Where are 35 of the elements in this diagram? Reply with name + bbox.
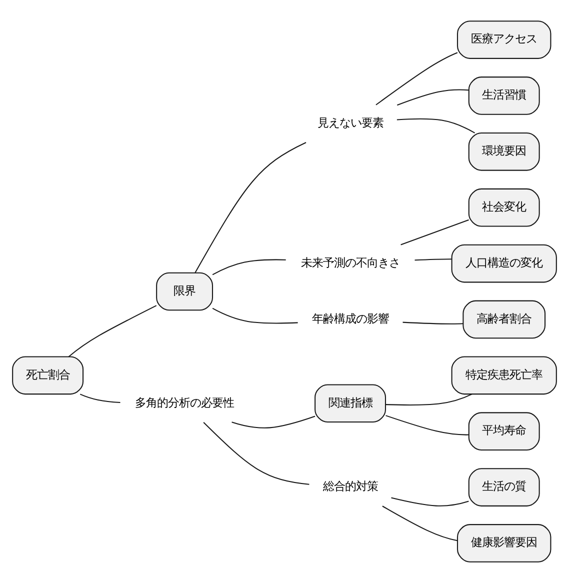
- connector: [386, 415, 469, 436]
- node-box: 人口構造の変化: [451, 244, 557, 283]
- connector: [194, 142, 306, 273]
- node-box: 特定疾患死亡率: [451, 356, 557, 395]
- connector: [68, 305, 157, 358]
- node-box: 健康影響要因: [456, 524, 552, 562]
- connector: [391, 497, 469, 506]
- node-text: 年齢構成の影響: [312, 311, 389, 326]
- connector: [402, 322, 464, 324]
- connector: [396, 89, 469, 106]
- node-box: 生活習慣: [468, 76, 540, 115]
- node-box: 社会変化: [468, 188, 540, 227]
- node-box: 高齢者割合: [462, 300, 546, 339]
- node-box: 限界: [156, 272, 214, 311]
- node-text: 見えない要素: [317, 116, 384, 130]
- node-box: 平均寿命: [468, 412, 540, 450]
- connector: [414, 258, 452, 261]
- connector: [212, 259, 286, 276]
- connector: [386, 394, 472, 406]
- connector: [400, 219, 469, 246]
- connector: [203, 422, 310, 485]
- node-text: 総合的対策: [322, 479, 378, 494]
- connector: [396, 118, 476, 134]
- node-box: 医療アクセス: [456, 20, 552, 59]
- connector: [212, 308, 298, 324]
- node-text: 多角的分析の必要性: [135, 395, 234, 410]
- connector: [382, 506, 458, 542]
- node-box: 生活の質: [468, 468, 540, 506]
- connector: [80, 394, 120, 404]
- node-box: 関連指標: [314, 384, 386, 423]
- connector: [232, 416, 316, 428]
- node-text: 未来予測の不向きさ: [300, 255, 400, 270]
- connector: [376, 52, 458, 106]
- node-box: 環境要因: [468, 132, 540, 171]
- node-box: 死亡割合: [12, 356, 84, 395]
